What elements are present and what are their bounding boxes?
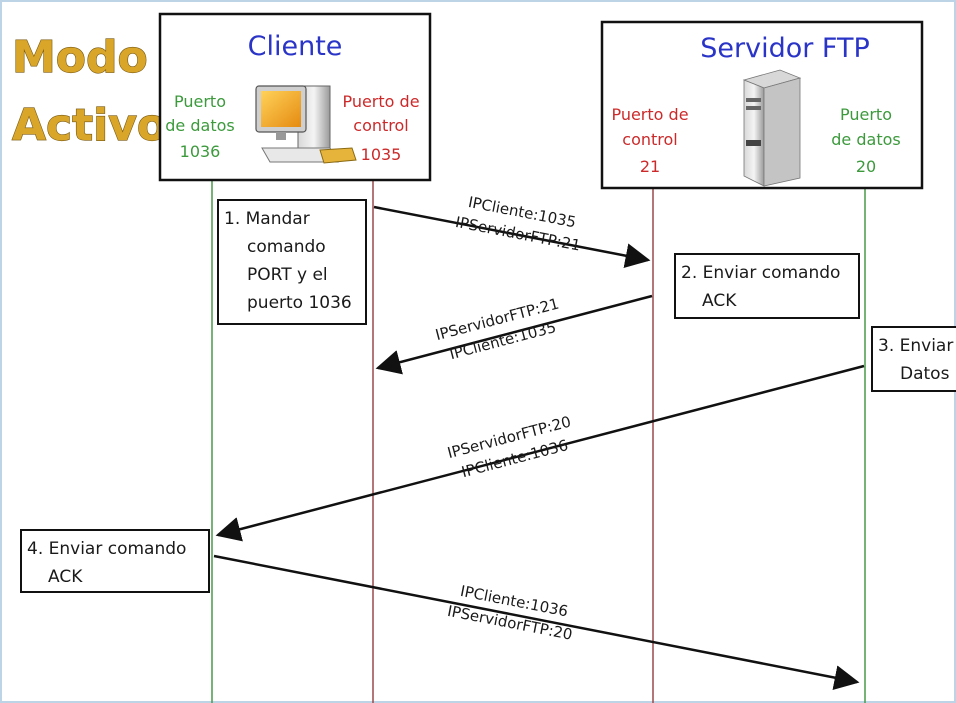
client-data-port-number: 1036 [180, 142, 221, 161]
step-4-line1: 4. Enviar comando [27, 539, 186, 559]
message-3-label: IPServidorFTP:20 IPCliente:1036 [445, 413, 572, 482]
server-control-port-line1: Puerto de [611, 105, 688, 124]
step-2-box: 2. Enviar comando ACK [674, 253, 860, 319]
client-box: Cliente Puerto de datos 1036 Puerto de c… [158, 12, 432, 182]
message-4-label: IPCliente:1036 IPServidorFTP:20 [446, 582, 574, 644]
message-1-label: IPCliente:1035 IPServidorFTP:21 [454, 193, 582, 255]
client-title: Cliente [248, 31, 343, 62]
server-data-port-line2: de datos [831, 130, 900, 149]
step-1-line3: PORT y el [247, 265, 328, 285]
arrow-3-server-data-to-client-data [215, 364, 865, 542]
step-1-line4: puerto 1036 [247, 293, 352, 313]
step-1-line1: 1. Mandar [224, 209, 310, 229]
server-icon [742, 69, 802, 187]
server-data-port-line1: Puerto [840, 105, 892, 124]
server-control-port-line2: control [622, 130, 677, 149]
client-data-port-line2: de datos [165, 116, 234, 135]
step-3-box: 3. Enviar Datos [871, 326, 956, 392]
client-control-port-number: 1035 [361, 145, 402, 164]
title-line-1: Modo [12, 32, 148, 83]
step-3-line1: 3. Enviar [878, 336, 953, 356]
client-control-port-line1: Puerto de [342, 92, 419, 111]
server-box: Servidor FTP Puerto de control 21 Puerto… [600, 20, 924, 190]
client-control-port-line2: control [353, 116, 408, 135]
step-2-line1: 2. Enviar comando [681, 263, 840, 283]
title-line-2: Activo [12, 100, 167, 151]
computer-icon [255, 85, 357, 164]
arrow-4-client-data-to-server-data [213, 554, 860, 690]
step-4-line2: ACK [48, 567, 83, 587]
step-1-box: 1. Mandar comando PORT y el puerto 1036 [217, 199, 367, 325]
step-1-line2: comando [247, 237, 326, 257]
arrow-1-client-to-server-control [373, 205, 651, 268]
client-data-port-line1: Puerto [174, 92, 226, 111]
server-title: Servidor FTP [700, 33, 870, 64]
step-2-line2: ACK [702, 291, 737, 311]
server-data-port-number: 20 [856, 157, 876, 176]
step-4-box: 4. Enviar comando ACK [20, 529, 210, 593]
step-3-line2: Datos [900, 364, 950, 384]
server-control-port-number: 21 [640, 157, 660, 176]
arrow-2-server-to-client-control [375, 294, 653, 375]
message-2-label: IPServidorFTP:21 IPCliente:1035 [433, 295, 560, 364]
